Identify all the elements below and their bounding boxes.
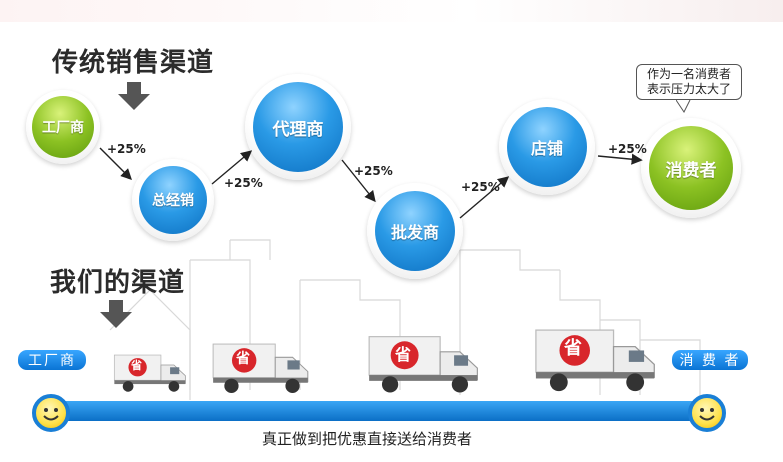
markup-label: +25% (107, 142, 146, 156)
wholesaler-node: 批发商 (375, 191, 455, 271)
factory-node: 工厂商 (32, 96, 94, 158)
factory-tag: 工厂商 (18, 350, 86, 370)
consumer-tag: 消 费 者 (672, 350, 748, 370)
consumer-speech-bubble: 作为一名消费者 表示压力太大了 (636, 64, 742, 100)
agent-node: 代理商 (253, 82, 343, 172)
traditional-channel-heading: 传统销售渠道 (52, 48, 215, 78)
truck-label: 省 (395, 345, 412, 364)
markup-label: +25% (608, 142, 647, 156)
consumer-node: 消费者 (649, 126, 733, 210)
truck-label: 省 (564, 338, 582, 359)
smiley-face-icon (688, 394, 726, 432)
bubble-line-2: 表示压力太大了 (646, 82, 731, 96)
top-banner-strip (0, 0, 783, 22)
bubble-line-1: 作为一名消费者 (646, 67, 731, 81)
distributor-node: 总经销 (139, 166, 207, 234)
markup-label: +25% (224, 176, 263, 190)
our-channel-heading: 我们的渠道 (50, 268, 186, 298)
markup-label: +25% (354, 164, 393, 178)
delivery-truck-xlarge (535, 329, 655, 392)
bubble-tail (676, 100, 691, 113)
delivery-truck-large (368, 336, 478, 393)
markup-label: +25% (461, 180, 500, 194)
smiley-face-icon (32, 394, 70, 432)
channel-caption: 真正做到把优惠直接送给消费者 (262, 430, 473, 448)
delivery-truck-medium (212, 343, 309, 393)
delivery-truck-small (113, 354, 186, 392)
store-node: 店铺 (507, 107, 587, 187)
direct-channel-bar (50, 401, 706, 421)
truck-label: 省 (236, 351, 250, 367)
down-arrow-icon (118, 82, 150, 110)
down-arrow-icon (100, 300, 132, 328)
truck-label: 省 (131, 359, 142, 372)
